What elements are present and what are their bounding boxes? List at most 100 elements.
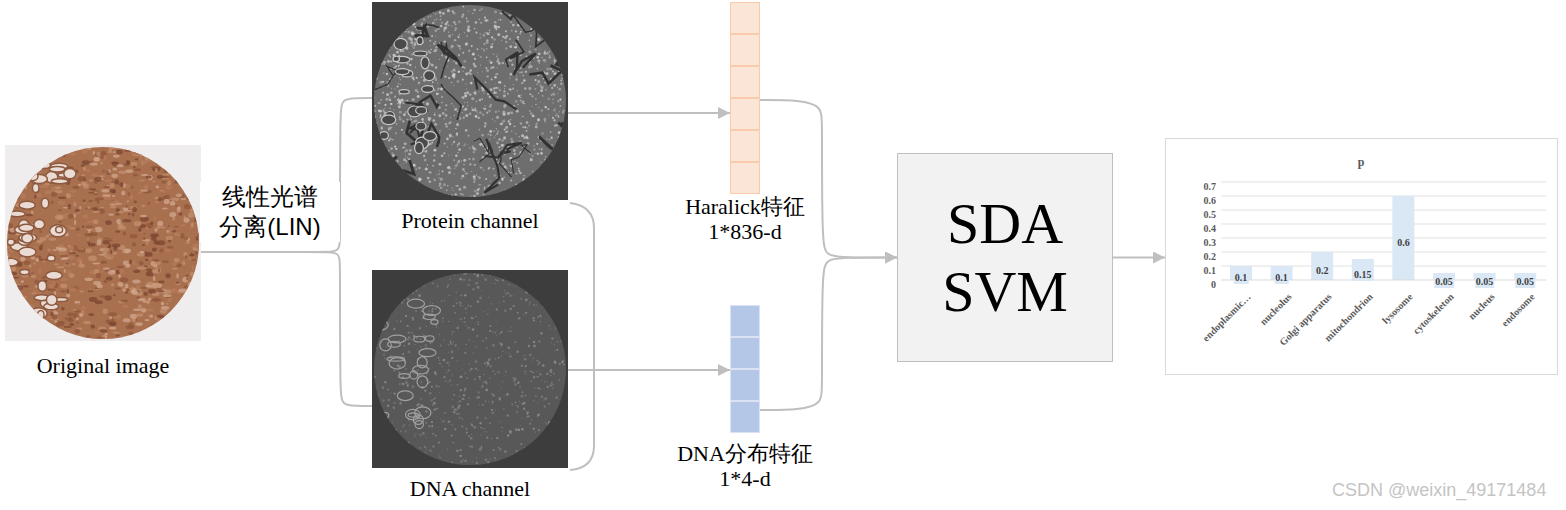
signal-dot — [504, 119, 505, 120]
signal-dot — [510, 21, 513, 24]
tissue-grain — [154, 196, 158, 199]
signal-dot — [563, 16, 564, 17]
signal-dot — [469, 158, 471, 160]
signal-dot — [548, 56, 550, 58]
signal-dot — [385, 177, 388, 180]
signal-dot — [458, 148, 461, 151]
tissue-grain — [100, 162, 103, 165]
tissue-grain — [28, 264, 31, 267]
connector — [1113, 257, 1165, 259]
signal-dot — [439, 183, 442, 186]
tissue-grain — [128, 192, 130, 196]
gland — [51, 179, 68, 184]
signal-dot — [535, 173, 537, 175]
tissue-grain — [109, 322, 117, 326]
tissue-grain — [189, 337, 198, 340]
signal-dot — [376, 141, 379, 144]
signal-dot — [426, 197, 427, 198]
tissue-grain — [33, 262, 35, 265]
signal-dot — [566, 131, 568, 134]
signal-dot — [374, 46, 377, 49]
tissue-grain — [76, 321, 78, 324]
tissue-texture — [5, 145, 201, 341]
tissue-grain — [90, 325, 95, 329]
tissue-grain — [184, 286, 188, 288]
signal-dot — [565, 148, 567, 150]
signal-dot — [503, 113, 506, 116]
signal-dot — [552, 93, 555, 96]
tissue-grain — [115, 213, 119, 215]
signal-dot — [464, 143, 466, 145]
signal-dot — [383, 171, 385, 173]
signal-dot — [472, 13, 473, 14]
signal-dot — [384, 176, 387, 179]
signal-dot — [533, 185, 536, 188]
input-image: Original image — [5, 145, 201, 378]
signal-dot — [469, 93, 472, 96]
tissue-grain — [196, 292, 201, 297]
signal-dot — [477, 114, 478, 115]
signal-dot — [411, 121, 413, 123]
tissue-grain — [183, 154, 185, 157]
signal-dot — [500, 19, 502, 21]
signal-dot — [403, 186, 405, 188]
signal-dot — [394, 145, 396, 147]
signal-dot — [405, 185, 408, 188]
signal-dot — [384, 25, 385, 26]
signal-dot — [546, 68, 549, 71]
signal-dot — [401, 164, 402, 165]
signal-dot — [495, 110, 498, 113]
signal-dot — [381, 198, 384, 200]
tissue-grain — [173, 319, 176, 324]
tissue-grain — [132, 213, 134, 217]
signal-dot — [523, 79, 526, 82]
tissue-grain — [142, 244, 145, 246]
signal-dot — [509, 164, 510, 165]
tissue-grain — [97, 200, 100, 204]
tissue-grain — [14, 147, 18, 149]
tissue-grain — [107, 151, 113, 153]
tissue-grain — [5, 270, 10, 273]
signal-dot — [372, 65, 374, 68]
tissue-grain — [169, 159, 176, 164]
signal-dot — [449, 133, 452, 136]
signal-dot — [495, 135, 496, 136]
signal-dot — [481, 98, 483, 100]
tissue-grain — [106, 276, 113, 280]
signal-dot — [536, 176, 538, 178]
signal-dot — [420, 192, 422, 194]
signal-dot — [434, 114, 436, 116]
tissue-grain — [157, 226, 166, 229]
tissue-grain — [155, 185, 159, 188]
tissue-grain — [186, 167, 192, 171]
signal-dot — [505, 126, 508, 129]
signal-dot — [508, 4, 511, 7]
signal-dot — [398, 10, 400, 12]
signal-dot — [545, 156, 547, 158]
tissue-grain — [160, 146, 162, 148]
tissue-grain — [44, 324, 46, 329]
tissue-grain — [96, 273, 101, 278]
signal-dot — [531, 66, 533, 68]
tissue-grain — [183, 293, 186, 295]
signal-dot — [534, 193, 536, 195]
signal-dot — [549, 54, 551, 56]
tissue-grain — [110, 206, 116, 209]
tissue-grain — [193, 336, 200, 339]
signal-dot — [397, 23, 399, 25]
tissue-grain — [174, 232, 180, 236]
signal-dot — [562, 73, 565, 76]
signal-dot — [514, 153, 516, 155]
signal-dot — [402, 120, 404, 122]
signal-dot — [544, 22, 547, 25]
tissue-grain — [150, 233, 159, 237]
tissue-grain — [164, 199, 170, 204]
signal-dot — [507, 93, 509, 95]
tissue-grain — [164, 249, 171, 252]
tissue-grain — [143, 205, 145, 207]
tissue-grain — [134, 200, 137, 203]
tissue-grain — [11, 277, 19, 279]
tissue-grain — [34, 164, 38, 169]
tissue-grain — [39, 245, 43, 250]
signal-dot — [462, 6, 464, 8]
